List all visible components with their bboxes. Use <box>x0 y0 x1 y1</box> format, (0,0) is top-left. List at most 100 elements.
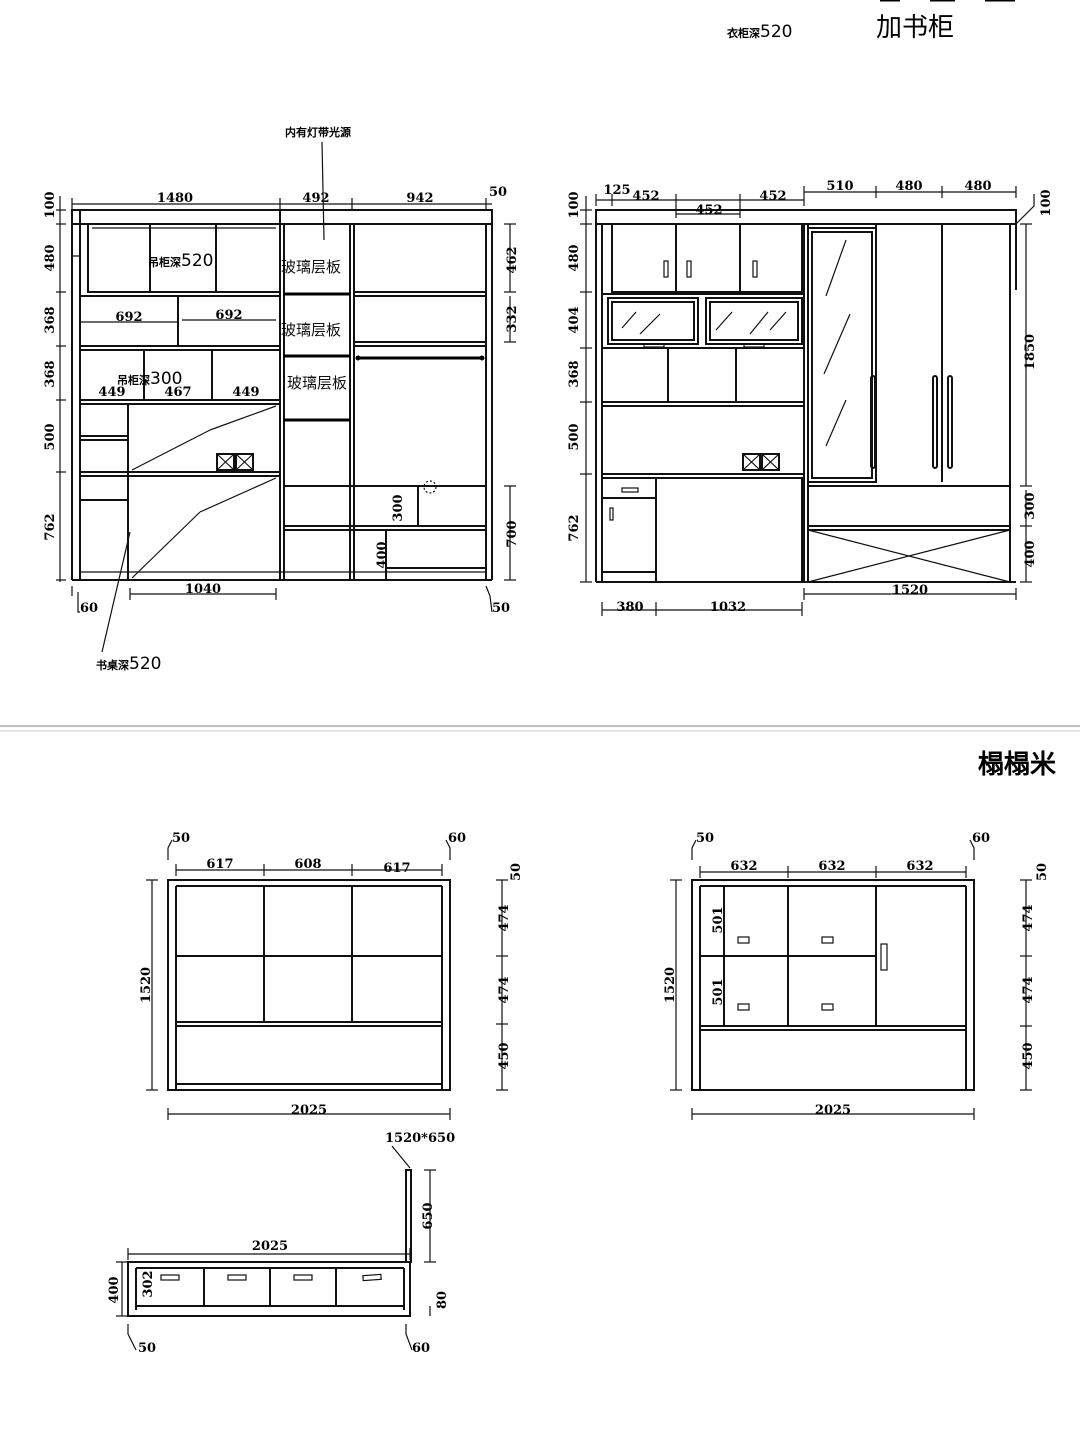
tatami-bed-view <box>127 1169 412 1317</box>
dim-462: 462 <box>505 246 520 273</box>
dim-c-650: 650 <box>421 1202 436 1229</box>
tatami-front-drawers <box>691 879 975 1091</box>
wardrobe-depth-label: 衣柜深520 <box>727 22 792 42</box>
dim-480b: 480 <box>964 179 991 194</box>
dim-b-50r: 50 <box>1035 863 1050 881</box>
dim-a-1520: 1520 <box>139 967 154 1003</box>
dim-942: 942 <box>406 191 433 206</box>
dim-a-474a: 474 <box>497 904 512 931</box>
dim-380: 380 <box>616 600 643 615</box>
dim-500: 500 <box>43 423 58 450</box>
dim-a-474b: 474 <box>497 976 512 1003</box>
dim-449b: 449 <box>232 385 259 400</box>
dim-50-bottom: 50 <box>492 601 510 616</box>
drawer-handle <box>737 1003 750 1011</box>
dim-r400: 400 <box>1023 540 1038 567</box>
headboard <box>405 1169 412 1263</box>
drawer-handle <box>821 1003 834 1011</box>
glass-shelf-label-2: 玻璃层板 <box>281 321 341 339</box>
tatami-c-dimensions: 1520*650 2025 400 302 650 80 50 60 <box>107 1131 455 1356</box>
wardrobe-handle <box>870 375 876 469</box>
dim-c-80: 80 <box>435 1291 450 1309</box>
left-notes: 内有灯带光源 玻璃层板 玻璃层板 玻璃层板 吊柜深520 吊柜深300 书桌深5… <box>96 125 351 674</box>
dim-1520: 1520 <box>892 583 928 598</box>
dim-c-50: 50 <box>138 1341 156 1356</box>
handle <box>752 260 758 278</box>
right-top-board <box>595 209 1017 225</box>
dim-c-2025: 2025 <box>252 1239 288 1254</box>
dim-510: 510 <box>826 179 853 194</box>
dim-632b: 632 <box>818 859 845 874</box>
left-top-board <box>71 209 493 225</box>
drawer-handle <box>227 1274 247 1281</box>
dim-b-474b: 474 <box>1021 976 1036 1003</box>
glass-shelf-label-3: 玻璃层板 <box>287 374 347 392</box>
dim-r500: 500 <box>567 423 582 450</box>
dim-125: 125 <box>603 183 630 198</box>
dim-100: 100 <box>43 191 58 218</box>
desk-depth-label: 书桌深520 <box>96 654 161 674</box>
dim-r368: 368 <box>567 360 582 387</box>
tatami-a-dimensions: 50 60 617 608 617 1520 50 474 474 450 20… <box>139 831 524 1120</box>
wardrobe-handle <box>947 375 953 469</box>
dim-r100: 100 <box>567 191 582 218</box>
dim-700: 700 <box>505 520 520 547</box>
tatami-front-shelves <box>167 879 451 1091</box>
dim-632a: 632 <box>730 859 757 874</box>
dim-480a: 480 <box>895 179 922 194</box>
dim-452c: 452 <box>759 189 786 204</box>
dim-60-bottom: 60 <box>80 601 98 616</box>
dim-501b: 501 <box>711 978 726 1005</box>
glass-shelf-label-1: 玻璃层板 <box>281 258 341 276</box>
drawer-handle <box>821 936 834 944</box>
dim-50-top: 50 <box>489 185 507 200</box>
light-source-note: 内有灯带光源 <box>285 125 351 139</box>
dim-100-right: 100 <box>1039 189 1054 216</box>
dim-692a: 692 <box>115 310 142 325</box>
header-top: 加书柜 衣柜深520 <box>727 0 1015 43</box>
dim-452b: 452 <box>695 203 722 218</box>
dim-r404: 404 <box>567 306 582 333</box>
dim-a-60: 60 <box>448 831 466 846</box>
glass-door-right <box>705 297 803 345</box>
dim-b-60: 60 <box>972 831 990 846</box>
dim-452a: 452 <box>632 189 659 204</box>
hanging-depth-label: 吊柜深520 <box>148 251 213 271</box>
dim-1850: 1850 <box>1023 334 1038 370</box>
dim-467: 467 <box>164 385 191 400</box>
handle <box>686 260 692 278</box>
left-dimensions: 1480 492 942 50 100 480 368 368 500 762 <box>43 185 520 616</box>
dim-400: 400 <box>375 541 390 568</box>
right-elevation <box>595 209 1017 583</box>
title-top: 加书柜 <box>876 13 954 43</box>
outlet-2 <box>235 453 254 471</box>
wardrobe-glass-door <box>807 227 877 483</box>
dim-c-302: 302 <box>141 1270 156 1297</box>
hanging-depth-300-label: 吊柜深300 <box>117 369 182 389</box>
wardrobe-handle <box>932 375 938 469</box>
dim-501a: 501 <box>711 906 726 933</box>
dim-a-450: 450 <box>497 1042 512 1069</box>
lamp-symbol <box>423 480 437 494</box>
dim-c-60: 60 <box>412 1341 430 1356</box>
dim-617b: 617 <box>383 861 410 876</box>
dim-692b: 692 <box>215 308 242 323</box>
drawer-handle <box>293 1274 313 1281</box>
dim-r762: 762 <box>567 514 582 541</box>
dim-b-2025: 2025 <box>815 1103 851 1118</box>
outlet-1 <box>216 453 235 471</box>
dim-c-400: 400 <box>107 1276 122 1303</box>
dim-332: 332 <box>505 305 520 332</box>
dim-608: 608 <box>294 857 321 872</box>
dim-b-474a: 474 <box>1021 904 1036 931</box>
dim-r300: 300 <box>1023 492 1038 519</box>
dim-492: 492 <box>302 191 329 206</box>
dim-368a: 368 <box>43 306 58 333</box>
drawer-handle <box>160 1274 180 1281</box>
handle <box>663 260 669 278</box>
dim-a-50r: 50 <box>509 863 524 881</box>
tatami-b-dimensions: 50 60 632 632 632 1520 501 501 50 474 47… <box>663 831 1050 1120</box>
dim-r480: 480 <box>567 244 582 271</box>
drawer-handle <box>362 1273 382 1282</box>
dim-300: 300 <box>391 494 406 521</box>
